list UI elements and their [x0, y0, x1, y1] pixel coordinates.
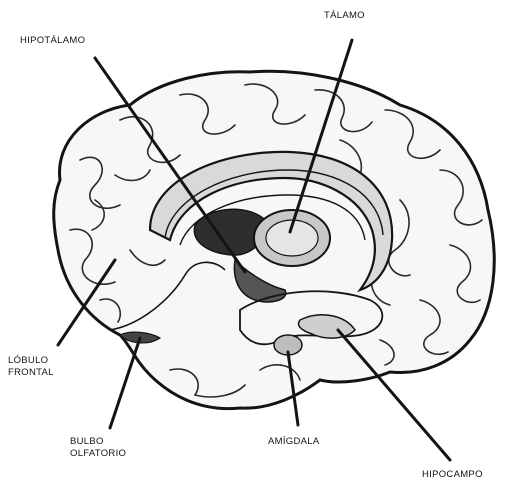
label-bulbo-line-1: BULBO — [70, 436, 126, 448]
label-bulbo-olfatorio: BULBO OLFATORIO — [70, 436, 126, 460]
label-talamo: TÁLAMO — [324, 10, 365, 22]
label-hipocampo: HIPOCAMPO — [422, 469, 483, 481]
leader-bulbo — [110, 338, 140, 428]
label-lobulo-line-2: FRONTAL — [8, 367, 54, 379]
label-amigdala: AMÍGDALA — [268, 436, 320, 448]
label-lobulo-line-1: LÓBULO — [8, 355, 54, 367]
label-hipotalamo: HIPOTÁLAMO — [20, 35, 85, 47]
label-bulbo-line-2: OLFATORIO — [70, 448, 126, 460]
label-lobulo-frontal: LÓBULO FRONTAL — [8, 355, 54, 379]
